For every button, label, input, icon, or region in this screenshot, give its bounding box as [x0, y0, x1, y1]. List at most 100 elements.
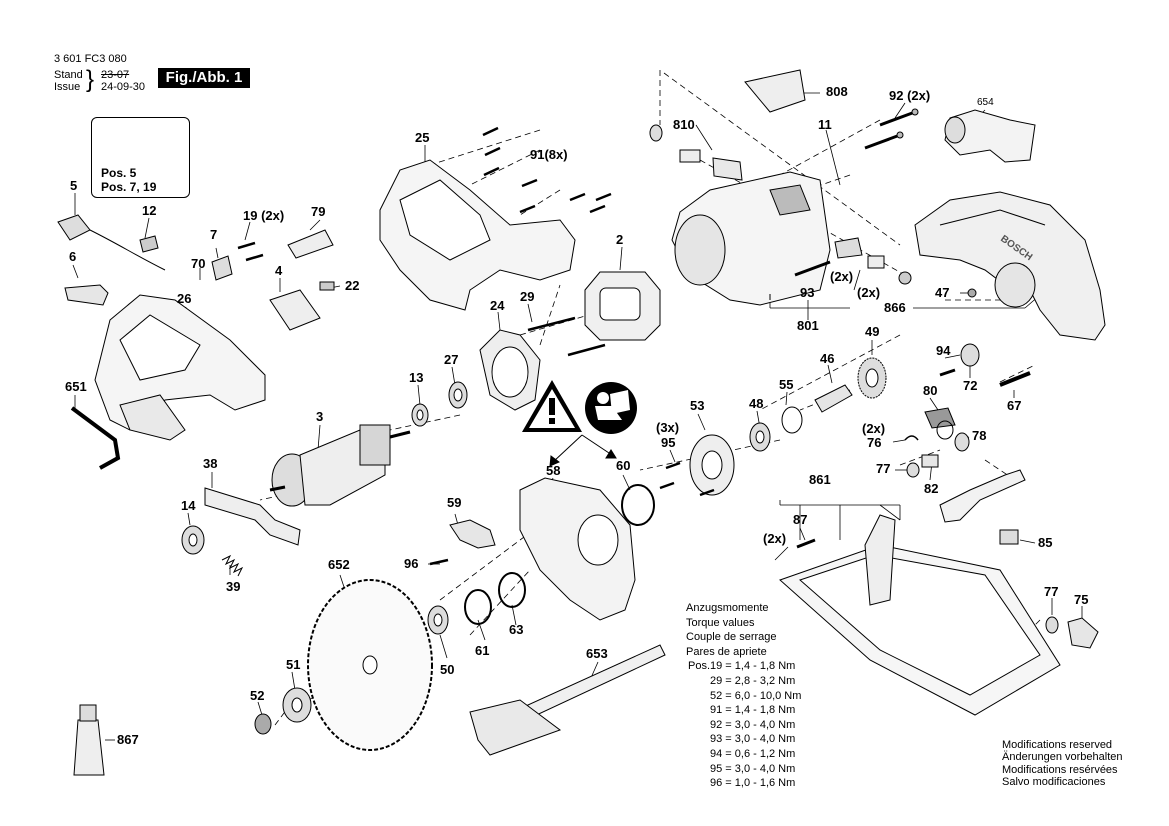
part-label-78: 78 — [972, 428, 987, 443]
part-label-653: 653 — [586, 646, 608, 661]
part-label-3: 3 — [316, 409, 324, 424]
part-label-5: 5 — [70, 178, 78, 193]
part-label-801: 801 — [797, 318, 819, 333]
part-label-27: 27 — [444, 352, 459, 367]
mods-line-2: Änderungen vorbehalten — [1002, 751, 1123, 764]
part-label-75: 75 — [1074, 592, 1089, 607]
torque-row: 96 = 1,0 - 1,6 Nm — [710, 777, 796, 790]
icon-arrows — [549, 434, 617, 467]
issue-date: 24-09-30 — [101, 81, 146, 93]
part-label-82: 82 — [924, 481, 939, 496]
torque-row: 92 = 3,0 - 4,0 Nm — [710, 718, 796, 731]
part-label-52: 52 — [250, 688, 265, 703]
part-866-guard — [914, 191, 1106, 341]
part-49-gear — [857, 357, 887, 399]
part-label-7: 7 — [210, 227, 218, 242]
part-label-61: 61 — [475, 643, 490, 658]
part-label-76: 76 — [867, 435, 882, 450]
part-653-guide — [469, 644, 666, 756]
part-label-67: 67 — [1007, 398, 1022, 413]
mods-line-1: Modifications reserved — [1002, 739, 1113, 751]
part-label-77b: 77 — [1044, 584, 1059, 599]
part-label-25: 25 — [415, 130, 430, 145]
part-label-4: 4 — [275, 263, 283, 278]
warning-triangle-icon — [522, 380, 582, 432]
part-label-866: 866 — [884, 300, 906, 315]
read-manual-icon — [585, 382, 637, 434]
part-24-baffle — [479, 329, 541, 411]
part-55 — [781, 406, 803, 434]
warning-line-2: Pos. 7, 19 — [101, 180, 157, 194]
part-654 — [944, 109, 1036, 163]
torque-row: 93 = 3,0 - 4,0 Nm — [710, 733, 796, 746]
part-label-39: 39 — [226, 579, 241, 594]
part-label-59: 59 — [447, 495, 462, 510]
warning-line-1: Pos. 5 — [101, 166, 137, 180]
part-810 — [649, 124, 743, 181]
brace: } — [86, 66, 95, 93]
part-label-53: 53 — [690, 398, 705, 413]
part-14 — [181, 525, 205, 555]
part-label-93: 93 — [800, 285, 815, 300]
part-label-11: 11 — [818, 117, 832, 132]
screws-92 — [864, 108, 919, 150]
figure-label: Fig./Abb. 1 — [158, 68, 250, 88]
part-label-654: 654 — [977, 97, 994, 108]
part-label-22: 22 — [345, 278, 360, 293]
torque-row: Pos.19 = 1,4 - 1,8 Nm — [688, 660, 796, 673]
part-label-51: 51 — [286, 657, 301, 672]
part-38-wrench — [204, 487, 301, 546]
torque-title-en: Torque values — [686, 616, 755, 629]
torque-row: 95 = 3,0 - 4,0 Nm — [710, 762, 796, 775]
part-label-91: 91(8x) — [530, 147, 568, 162]
mods-line-4: Salvo modificaciones — [1002, 776, 1106, 789]
part-label-651: 651 — [65, 379, 87, 394]
part-label-96: 96 — [404, 556, 419, 571]
part-3-armature — [269, 424, 411, 507]
part-label-94: 94 — [936, 343, 951, 358]
mods-line-3: Modifications resérvées — [1002, 763, 1118, 776]
part-58-guard — [519, 477, 636, 621]
part-label-79: 79 — [311, 204, 326, 219]
part-label-29: 29 — [520, 289, 535, 304]
safety-warning-box: Pos. 5 Pos. 7, 19 — [91, 117, 190, 198]
torque-row: 52 = 6,0 - 10,0 Nm — [710, 689, 802, 702]
part-label-19: 19 (2x) — [243, 208, 285, 223]
issue-label: Issue — [54, 81, 81, 93]
part-label-6: 6 — [69, 249, 77, 264]
torque-table: Anzugsmomente Torque values Couple de se… — [686, 601, 801, 791]
part-label-810: 810 — [673, 117, 695, 132]
part-label-3x: (3x) — [656, 420, 680, 435]
part-651 — [70, 406, 121, 470]
part-label-58: 58 — [546, 463, 561, 478]
part-label-48: 48 — [749, 396, 764, 411]
part-652-blade — [307, 579, 433, 751]
part-label-72: 72 — [963, 378, 978, 393]
part-27-13 — [411, 381, 468, 427]
torque-row: 91 = 1,4 - 1,8 Nm — [710, 704, 796, 717]
part-label-14: 14 — [181, 498, 196, 513]
stand-date: 23-07 — [101, 69, 130, 81]
part-label-2x-b: (2x) — [857, 285, 881, 300]
part-26-handle — [94, 294, 266, 441]
modifications-note: Modifications reserved Änderungen vorbeh… — [1002, 739, 1122, 789]
part-25-handle — [379, 159, 576, 311]
torque-title-es: Pares de apriete — [686, 645, 767, 658]
part-4-switch — [269, 289, 321, 331]
part-2-stator — [584, 271, 661, 341]
part-label-867: 867 — [117, 732, 139, 747]
part-53 — [689, 434, 735, 496]
part-5-cable — [57, 214, 166, 271]
part-label-38: 38 — [203, 456, 218, 471]
part-label-92: 92 (2x) — [889, 88, 931, 103]
part-label-70: 70 — [191, 256, 206, 271]
part-label-55: 55 — [779, 377, 794, 392]
stand-label: Stand — [54, 69, 83, 81]
part-861-base — [779, 514, 1061, 716]
part-label-12: 12 — [142, 203, 157, 218]
part-label-85: 85 — [1038, 535, 1053, 550]
torque-title-fr: Couple de serrage — [686, 631, 777, 644]
part-label-2x-c: (2x) — [862, 421, 886, 436]
part-label-50: 50 — [440, 662, 455, 677]
